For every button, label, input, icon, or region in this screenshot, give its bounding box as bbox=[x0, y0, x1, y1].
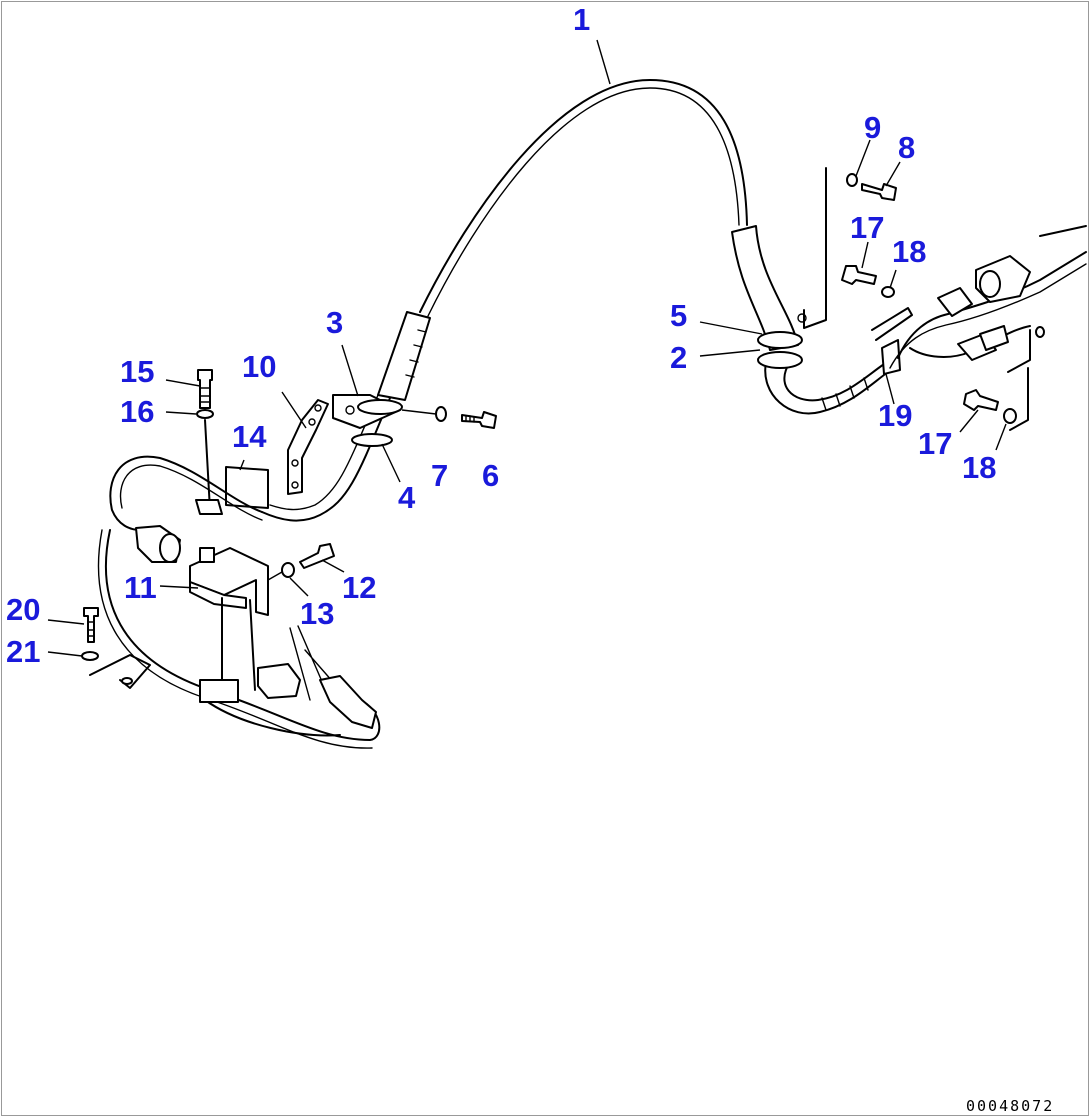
callout-20: 20 bbox=[6, 592, 40, 627]
connector-right-1 bbox=[937, 287, 973, 317]
washer-13 bbox=[281, 562, 295, 578]
callout-19: 19 bbox=[878, 398, 912, 433]
bolt-20 bbox=[83, 607, 99, 643]
bolt-8 bbox=[861, 183, 897, 201]
hose-bend-right bbox=[731, 225, 799, 351]
hose-clamp-2 bbox=[757, 351, 803, 369]
callout-12: 12 bbox=[342, 570, 376, 605]
callout-8: 8 bbox=[898, 130, 915, 165]
drawing-number: 00048072 bbox=[966, 1097, 1054, 1115]
callout-11: 11 bbox=[124, 570, 157, 605]
main-cable bbox=[419, 79, 748, 313]
callout-labels: 1 2 3 4 5 6 7 8 9 10 11 12 13 14 15 16 1… bbox=[6, 2, 996, 669]
connector-right-4 bbox=[979, 325, 1009, 351]
connector-left-lower bbox=[257, 663, 301, 699]
mount-plate-14 bbox=[195, 499, 223, 515]
washer-18-lower bbox=[1003, 408, 1017, 424]
connector-plug-lower bbox=[319, 675, 377, 729]
corrugated-tube-left bbox=[377, 311, 431, 401]
bolt-17-upper bbox=[841, 265, 877, 285]
bolt-6 bbox=[461, 411, 497, 429]
wiring-harness-artwork bbox=[81, 79, 1087, 749]
harness-loop-upper bbox=[109, 455, 263, 531]
bolt-17-lower bbox=[963, 389, 999, 411]
callout-14: 14 bbox=[232, 419, 267, 454]
bracket-10 bbox=[287, 399, 329, 495]
callout-10: 10 bbox=[242, 349, 276, 384]
bolt-12 bbox=[299, 543, 335, 569]
callout-1: 1 bbox=[573, 2, 590, 37]
bolt-15 bbox=[197, 369, 213, 409]
bracket-19-plate bbox=[871, 307, 913, 341]
hose-clamp-5 bbox=[757, 331, 803, 349]
callout-18-upper: 18 bbox=[892, 234, 926, 269]
callout-7: 7 bbox=[431, 458, 448, 493]
callout-2: 2 bbox=[670, 340, 687, 375]
clip-bracket-20 bbox=[89, 654, 151, 689]
label-tag-14 bbox=[225, 466, 269, 509]
washer-7 bbox=[435, 406, 447, 422]
clip-bracket-right bbox=[1009, 367, 1029, 431]
main-cable-outer bbox=[427, 87, 740, 317]
callout-3: 3 bbox=[326, 305, 343, 340]
callout-18-lower: 18 bbox=[962, 450, 996, 485]
callout-9: 9 bbox=[864, 110, 881, 145]
leader-lines bbox=[47, 39, 1007, 657]
mounting-plate-right bbox=[803, 167, 827, 329]
clamp-band-lower bbox=[351, 433, 393, 447]
callout-5: 5 bbox=[670, 298, 687, 333]
clamp-band-upper bbox=[357, 399, 403, 415]
washer-21 bbox=[81, 651, 99, 661]
callout-17-lower: 17 bbox=[918, 426, 952, 461]
tube-ribs-left bbox=[405, 329, 427, 378]
washer-18-upper bbox=[881, 286, 895, 298]
callout-15: 15 bbox=[120, 354, 154, 389]
bracket-19 bbox=[881, 339, 901, 375]
washer-9 bbox=[846, 173, 858, 187]
harness-loop-lower bbox=[104, 529, 381, 741]
callout-16: 16 bbox=[120, 394, 154, 429]
washer-16 bbox=[196, 409, 214, 419]
clamp-hole bbox=[345, 405, 355, 415]
callout-21: 21 bbox=[6, 634, 40, 669]
callout-6: 6 bbox=[482, 458, 499, 493]
callout-4: 4 bbox=[398, 480, 416, 515]
callout-17-upper: 17 bbox=[850, 210, 884, 245]
callout-13: 13 bbox=[300, 596, 334, 631]
